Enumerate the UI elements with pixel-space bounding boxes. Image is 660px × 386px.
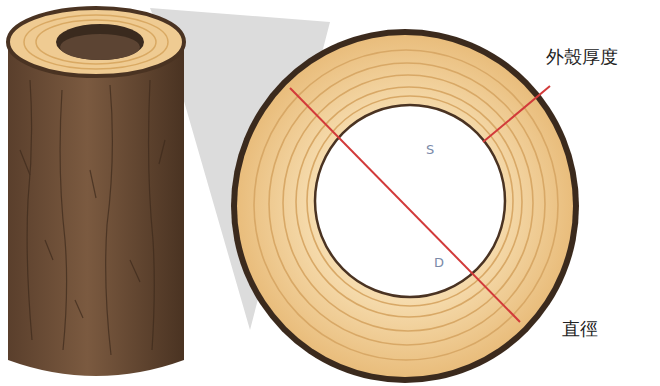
log-body [8, 42, 184, 376]
bark-texture [20, 80, 165, 355]
callout-label: 外殼厚度 [544, 46, 620, 68]
log-hollow [56, 24, 144, 60]
dimension-letter: S [424, 142, 436, 158]
growth-ring [36, 20, 156, 64]
dimension-letter: D [432, 255, 446, 271]
thickness-line [483, 86, 550, 142]
growth-rings [254, 50, 558, 360]
bark-edge [231, 29, 579, 383]
hollow-core [315, 105, 505, 297]
diameter-line [290, 88, 520, 322]
log-hollow-inner [60, 34, 140, 60]
wood-section [237, 35, 573, 377]
log-top-face [8, 8, 184, 76]
growth-ring [24, 15, 168, 69]
callout-label: 直徑 [560, 318, 600, 340]
